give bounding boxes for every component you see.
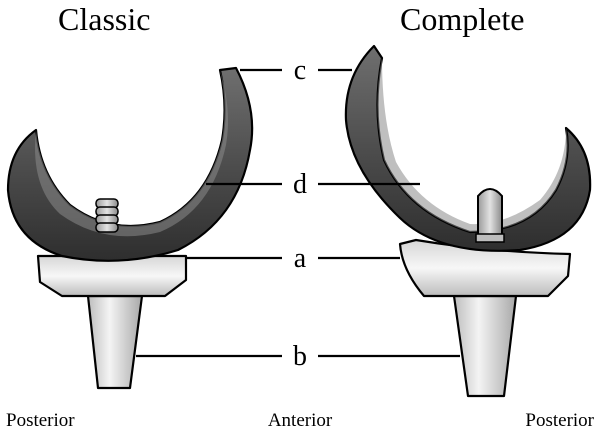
title-complete: Complete: [400, 1, 524, 37]
label-c: c: [294, 55, 306, 86]
label-d: d: [293, 169, 307, 200]
leader-lines: [136, 68, 460, 358]
title-classic: Classic: [58, 1, 150, 37]
classic-implant: [6, 66, 254, 390]
label-anterior: Anterior: [268, 410, 333, 431]
label-b: b: [293, 341, 307, 372]
label-posterior-right: Posterior: [525, 410, 594, 431]
classic-threaded-post: [95, 198, 119, 233]
classic-tibial-stem: [86, 294, 144, 390]
label-posterior-left: Posterior: [6, 410, 75, 431]
complete-implant: [344, 44, 592, 398]
label-a: a: [294, 243, 307, 274]
classic-tibial-tray: [36, 254, 188, 298]
complete-central-post: [475, 188, 505, 243]
complete-tibial-stem: [452, 294, 518, 398]
